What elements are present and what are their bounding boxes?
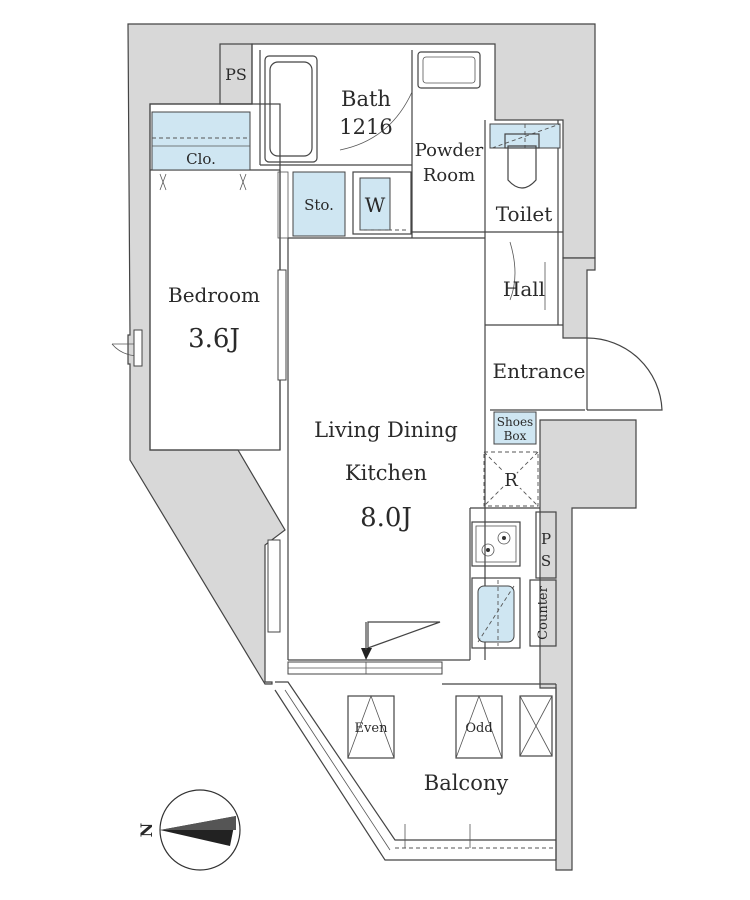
north-indicator: N	[137, 823, 156, 838]
entrance-label: Entrance	[493, 359, 586, 383]
ps-top-label: PS	[225, 65, 247, 84]
ps-kitchen-label-p: P	[541, 530, 551, 548]
ac-unit-odd-label: Odd	[465, 721, 492, 736]
compass: N	[137, 789, 241, 871]
storage-label: Sto.	[304, 196, 334, 214]
bath-room: Bath 1216	[264, 55, 413, 163]
kitchen: R Counter P S	[471, 451, 557, 649]
powder-room-label-1: Powder	[415, 140, 484, 161]
bath-label: Bath	[341, 87, 391, 111]
storage-and-washer: Sto. W	[277, 171, 412, 239]
shoes-box-label-2: Box	[504, 429, 527, 443]
hall-area: Hall	[503, 241, 546, 310]
bedroom: Bedroom 3.6J	[111, 283, 260, 367]
interior-walls	[149, 43, 585, 661]
refrigerator-label: R	[504, 470, 518, 491]
counter-label: Counter	[536, 585, 551, 639]
ldk-size-label: 8.0J	[360, 503, 412, 533]
bath-size-label: 1216	[339, 115, 392, 139]
bedroom-label: Bedroom	[168, 283, 260, 307]
closet-label: Clo.	[186, 150, 216, 168]
toilet-room: Toilet	[489, 123, 561, 226]
entrance-area: Entrance Shoes Box	[493, 337, 663, 445]
ps-kitchen-label-s: S	[541, 552, 551, 570]
washer-label: W	[365, 193, 386, 217]
closet: Clo.	[151, 111, 251, 191]
living-dining-kitchen: Living Dining Kitchen 8.0J	[267, 269, 458, 660]
hall-label: Hall	[503, 277, 545, 301]
balcony: Even Odd Balcony	[274, 661, 557, 861]
powder-room: Powder Room	[412, 51, 485, 233]
powder-room-label-2: Room	[423, 165, 475, 186]
balcony-label: Balcony	[424, 771, 509, 795]
ldk-label-2: Kitchen	[345, 461, 427, 485]
toilet-label: Toilet	[496, 202, 553, 226]
exterior-walls	[127, 23, 637, 871]
ac-unit-even-label: Even	[355, 721, 389, 736]
ldk-label-1: Living Dining	[314, 418, 458, 442]
shoes-box-label-1: Shoes	[497, 415, 533, 429]
bedroom-size-label: 3.6J	[188, 324, 240, 354]
